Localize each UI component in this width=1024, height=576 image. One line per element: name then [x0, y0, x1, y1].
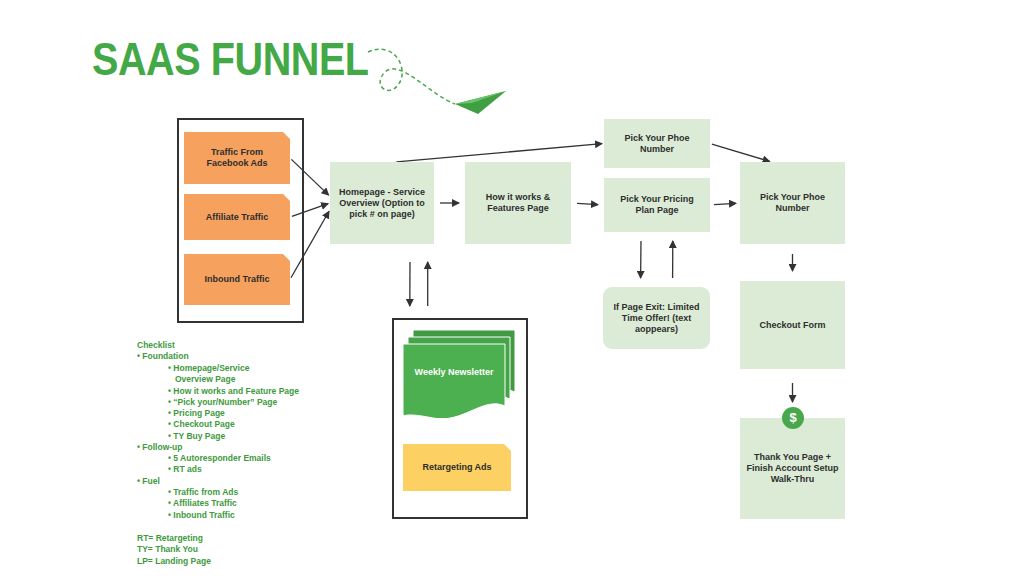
- traffic-box: Affiliate Traffic: [184, 194, 290, 240]
- flow-arrow: [640, 241, 642, 278]
- flow-arrow: [427, 262, 428, 306]
- title: SAAS FUNNEL: [92, 34, 369, 84]
- flow-arrow: [397, 144, 603, 162]
- traffic-box: Inbound Traffic: [184, 254, 290, 305]
- checklist-item: • Affiliates Traffic: [168, 498, 237, 509]
- checklist-item: RT= Retargeting: [137, 533, 203, 544]
- traffic-frame: [178, 119, 303, 322]
- node-text: How it works & Features Page: [465, 192, 571, 214]
- node-text: Pick Your Phoe Number: [604, 133, 710, 155]
- traffic-box: Traffic From Facebook Ads: [184, 132, 290, 184]
- flow-arrow: [672, 241, 674, 278]
- node-text: Weekly Newsletter: [403, 367, 505, 378]
- flow-arrow: [292, 204, 328, 217]
- offer-box: If Page Exit: Limited Time Offer! (text …: [603, 287, 710, 349]
- checklist-item: • Checkout Page: [168, 419, 235, 430]
- node-text: If Page Exit: Limited Time Offer! (text …: [603, 302, 710, 335]
- checklist-item: • Homepage/Service Overview Page: [168, 363, 275, 386]
- page-box: Pick Your Pricing Plan Page: [604, 178, 710, 232]
- checklist-item: • TY Buy Page: [168, 431, 225, 442]
- paper-plane-wing: [455, 91, 506, 104]
- checklist-item: TY= Thank You: [137, 544, 198, 555]
- flow-arrow: [792, 254, 793, 271]
- checklist-item: • Foundation: [137, 351, 189, 362]
- flow-arrow: [712, 144, 770, 161]
- checklist-item: • How it works and Feature Page: [168, 386, 299, 397]
- checklist-item: • Pricing Page: [168, 408, 225, 419]
- checklist-item: Checklist: [137, 340, 175, 351]
- checklist-item: • Follow-up: [137, 442, 182, 453]
- follow-up-frame: [393, 319, 527, 518]
- flow-arrow: [291, 211, 329, 277]
- checklist-item: • “Pick your/Number” Page: [168, 397, 277, 408]
- flow-arrow: [577, 203, 598, 204]
- flow-arrow: [714, 203, 736, 204]
- node-text: Retargeting Ads: [416, 462, 497, 473]
- node-text: Inbound Traffic: [199, 274, 276, 285]
- node-text: Traffic From Facebook Ads: [184, 147, 290, 169]
- page-box: Homepage - Service Overview (Option to p…: [330, 162, 434, 244]
- page-box: How it works & Features Page: [465, 162, 571, 244]
- dollar-badge: $: [782, 407, 804, 429]
- page-box: Pick Your Phoe Number: [604, 119, 710, 168]
- node-text: Pick Your Phoe Number: [740, 192, 845, 214]
- paper-plane: [455, 91, 506, 114]
- node-text: Affiliate Traffic: [200, 212, 275, 223]
- node-text: Thank You Page + Finish Account Setup Wa…: [740, 452, 845, 485]
- newsletter-shape: Weekly Newsletter: [403, 330, 515, 418]
- flow-arrow: [409, 262, 411, 306]
- flow-arrow: [792, 383, 793, 402]
- checklist-item: • Traffic from Ads: [168, 487, 238, 498]
- dashed-trail: [368, 49, 455, 104]
- ads-box: Retargeting Ads: [403, 444, 511, 491]
- checklist-item: LP= Landing Page: [137, 556, 211, 567]
- node-text: Checkout Form: [753, 320, 831, 331]
- page-box: Checkout Form: [740, 281, 845, 369]
- flow-arrow: [440, 202, 459, 203]
- checklist-item: • Inbound Traffic: [168, 510, 235, 521]
- node-text: Homepage - Service Overview (Option to p…: [330, 187, 434, 220]
- checklist-item: • Fuel: [137, 476, 160, 487]
- page-box: Thank You Page + Finish Account Setup Wa…: [740, 418, 845, 519]
- checklist-item: • 5 Autoresponder Emails: [168, 453, 271, 464]
- flow-arrow: [291, 159, 328, 195]
- page-box: Pick Your Phoe Number: [740, 162, 845, 244]
- checklist-item: • RT ads: [168, 464, 202, 475]
- node-text: Pick Your Pricing Plan Page: [604, 194, 710, 216]
